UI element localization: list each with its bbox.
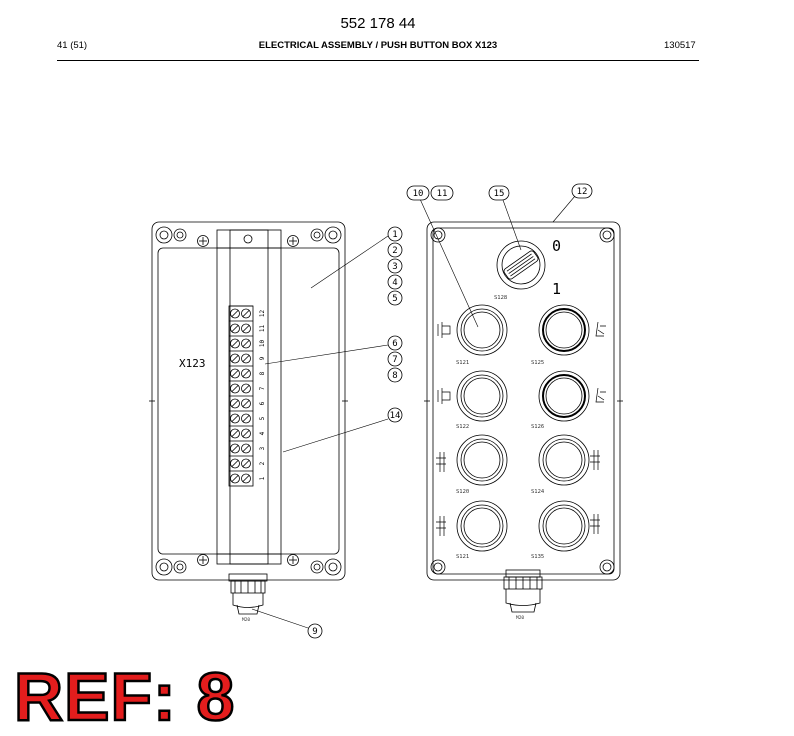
terminal-number: 5 xyxy=(259,416,266,420)
terminal-screw xyxy=(241,353,251,364)
terminal-screw-slot xyxy=(242,310,250,317)
terminal-screw-slot xyxy=(231,370,239,377)
terminal-screw-slot xyxy=(231,430,239,437)
terminal-number: 3 xyxy=(259,446,266,450)
terminal-screw xyxy=(241,323,251,334)
balloon-3: 3 xyxy=(392,262,397,272)
terminal-screw-slot xyxy=(242,355,250,362)
terminal-screw-slot xyxy=(242,370,250,377)
terminal-screw xyxy=(230,473,240,484)
terminal-screw-slot xyxy=(231,445,239,452)
terminal-number: 10 xyxy=(259,340,266,348)
balloon-14: 14 xyxy=(390,411,401,421)
terminal-screw-slot xyxy=(242,340,250,347)
terminal-screw xyxy=(230,398,240,409)
terminal-screw xyxy=(230,308,240,319)
terminal-screw xyxy=(230,353,240,364)
terminal-number: 1 xyxy=(259,476,266,480)
terminal-screw xyxy=(230,323,240,334)
terminal-number: 8 xyxy=(259,371,266,375)
component-label: S122 xyxy=(456,424,469,430)
terminal-screw-slot xyxy=(231,355,239,362)
terminal-screw xyxy=(230,413,240,424)
terminal-screw xyxy=(230,428,240,439)
terminal-screw xyxy=(230,443,240,454)
terminal-screw xyxy=(241,308,251,319)
terminal-screw-slot xyxy=(231,310,239,317)
balloon-2: 2 xyxy=(392,246,397,256)
right-enclosure xyxy=(424,221,623,613)
balloon-9: 9 xyxy=(312,627,317,637)
enclosure-label: X123 xyxy=(179,357,206,370)
terminal-number: 12 xyxy=(259,310,266,318)
terminal-screw-slot xyxy=(242,325,250,332)
terminal-number: 2 xyxy=(259,461,266,465)
ref-stamp: REF: 8 xyxy=(13,659,236,735)
balloon-4: 4 xyxy=(392,278,397,288)
terminal-screw-slot xyxy=(242,415,250,422)
balloon-6: 6 xyxy=(392,339,397,349)
terminal-screw xyxy=(241,443,251,454)
terminal-screw xyxy=(241,383,251,394)
terminal-screw-slot xyxy=(231,415,239,422)
balloon-10: 10 xyxy=(413,189,424,199)
component-label: S135 xyxy=(531,554,544,560)
terminal-screw xyxy=(241,398,251,409)
terminal-screw xyxy=(230,338,240,349)
balloon-15: 15 xyxy=(494,189,505,199)
balloon-5: 5 xyxy=(392,294,397,304)
terminal-screw-slot xyxy=(231,475,239,482)
gland-label: M20 xyxy=(516,615,524,621)
component-label: S125 xyxy=(531,360,544,366)
terminal-number: 4 xyxy=(259,431,266,435)
terminal-screw-slot xyxy=(242,385,250,392)
terminal-screw xyxy=(241,338,251,349)
component-label: S120 xyxy=(456,489,469,495)
gland-label: M20 xyxy=(242,617,250,623)
terminal-screw-slot xyxy=(242,460,250,467)
terminal-screw xyxy=(241,428,251,439)
terminal-screw xyxy=(241,458,251,469)
terminal-screw-slot xyxy=(231,460,239,467)
component-label: S128 xyxy=(494,295,507,301)
terminal-screw xyxy=(241,413,251,424)
component-label: S121 xyxy=(456,554,469,560)
header-rule xyxy=(57,60,699,61)
terminal-screw-slot xyxy=(242,400,250,407)
balloon-7: 7 xyxy=(392,355,397,365)
terminal-screw-slot xyxy=(242,430,250,437)
switch-position-0: 0 xyxy=(552,237,561,255)
page-number: 41 (51) xyxy=(57,40,88,51)
component-label: S124 xyxy=(531,489,545,495)
left-enclosure xyxy=(149,221,348,615)
page-title: ELECTRICAL ASSEMBLY / PUSH BUTTON BOX X1… xyxy=(258,40,498,51)
terminal-number: 9 xyxy=(259,356,266,360)
terminal-screw-slot xyxy=(242,475,250,482)
terminal-screw xyxy=(230,368,240,379)
terminal-screw-slot xyxy=(231,340,239,347)
terminal-screw xyxy=(230,383,240,394)
terminal-number: 11 xyxy=(259,325,266,333)
component-label: S121 xyxy=(456,360,469,366)
terminal-screw-slot xyxy=(242,445,250,452)
terminal-number: 6 xyxy=(259,401,266,405)
terminal-screw xyxy=(241,368,251,379)
balloon-12: 12 xyxy=(577,187,588,197)
terminal-screw xyxy=(241,473,251,484)
terminal-screw-slot xyxy=(231,325,239,332)
balloon-8: 8 xyxy=(392,371,397,381)
component-label: S126 xyxy=(531,424,544,430)
balloon-11: 11 xyxy=(437,189,448,199)
terminal-screw-slot xyxy=(231,400,239,407)
balloon-1: 1 xyxy=(392,230,397,240)
terminal-number: 7 xyxy=(259,386,266,390)
terminal-screw-slot xyxy=(231,385,239,392)
date-code: 130517 xyxy=(664,40,696,51)
document-number: 552 178 44 xyxy=(340,15,416,32)
switch-position-1: 1 xyxy=(552,280,561,298)
terminal-screw xyxy=(230,458,240,469)
